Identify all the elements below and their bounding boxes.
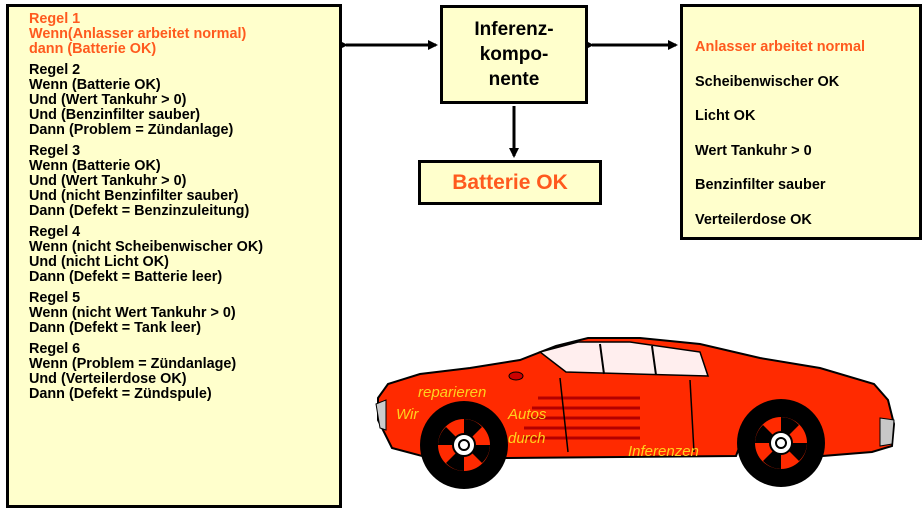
rule-line: Und (nicht Licht OK) xyxy=(29,254,169,270)
window-pillar xyxy=(599,343,605,375)
rule-line: Wenn (Batterie OK) xyxy=(29,77,161,93)
fact-item: Scheibenwischer OK xyxy=(695,73,840,90)
result-box: Batterie OK xyxy=(418,160,602,205)
rule-line: Und (Benzinfilter sauber) xyxy=(29,107,201,123)
car-slogan-word-2: reparieren xyxy=(418,384,486,401)
car-slogan-word-1: Wir xyxy=(396,406,419,423)
rule-title: Regel 4 xyxy=(29,224,81,240)
door-line xyxy=(689,379,695,453)
rule-title: Regel 6 xyxy=(29,341,81,357)
result-text: Batterie OK xyxy=(452,170,568,194)
rule-line: Wenn (Batterie OK) xyxy=(29,158,161,174)
rear-wheel xyxy=(737,399,825,487)
rule-line: Dann (Defekt = Benzinzuleitung) xyxy=(29,203,250,219)
rule-line: Dann (Problem = Zündanlage) xyxy=(29,122,234,138)
rule-line: Und (Wert Tankuhr > 0) xyxy=(29,173,187,189)
rule-title: Regel 1 xyxy=(29,11,81,27)
inference-engine-box: Inferenz- kompo- nente xyxy=(440,5,588,104)
fact-item: Benzinfilter sauber xyxy=(695,177,826,193)
engine-label-line-2: kompo- xyxy=(479,44,549,65)
rule-line: Wenn(Anlasser arbeitet normal) xyxy=(29,26,247,42)
engine-label-line-1: Inferenz- xyxy=(474,19,554,40)
fact-item: Verteilerdose OK xyxy=(695,211,812,228)
side-intake-strakes xyxy=(522,396,640,440)
rule-title: Regel 5 xyxy=(29,290,81,306)
rule-line: Und (nicht Benzinfilter sauber) xyxy=(29,188,239,204)
car-slogan-word-4: durch xyxy=(508,430,546,447)
rule-line: Dann (Defekt = Batterie leer) xyxy=(29,269,223,285)
fact-item: Licht OK xyxy=(695,108,756,124)
car-window xyxy=(538,341,710,377)
door-line xyxy=(559,377,569,453)
car-slogan-word-5: Inferenzen xyxy=(628,443,699,460)
rule-title: Regel 2 xyxy=(29,62,81,78)
fact-item: Wert Tankuhr > 0 xyxy=(695,142,812,159)
front-wheel xyxy=(420,401,508,489)
rule-line: dann (Batterie OK) xyxy=(29,41,157,57)
rear-light xyxy=(879,417,895,447)
fuel-cap xyxy=(508,371,524,381)
rule-line: Wenn (nicht Wert Tankuhr > 0) xyxy=(29,305,236,321)
rule-line: Wenn (Problem = Zündanlage) xyxy=(29,356,237,372)
rule-title: Regel 3 xyxy=(29,143,81,159)
car-slogan-word-3: Autos xyxy=(507,406,547,423)
rule-line: Dann (Defekt = Zündspule) xyxy=(29,386,212,402)
rule-line: Dann (Defekt = Tank leer) xyxy=(29,320,202,336)
window-pillar xyxy=(651,345,657,376)
rule-line: Und (Wert Tankuhr > 0) xyxy=(29,92,187,108)
rule-line: Wenn (nicht Scheibenwischer OK) xyxy=(29,239,264,255)
rule-line: Und (Verteilerdose OK) xyxy=(29,371,187,387)
front-bumper xyxy=(375,399,387,431)
engine-label-line-3: nente xyxy=(488,69,540,90)
fact-item: Anlasser arbeitet normal xyxy=(695,39,866,55)
